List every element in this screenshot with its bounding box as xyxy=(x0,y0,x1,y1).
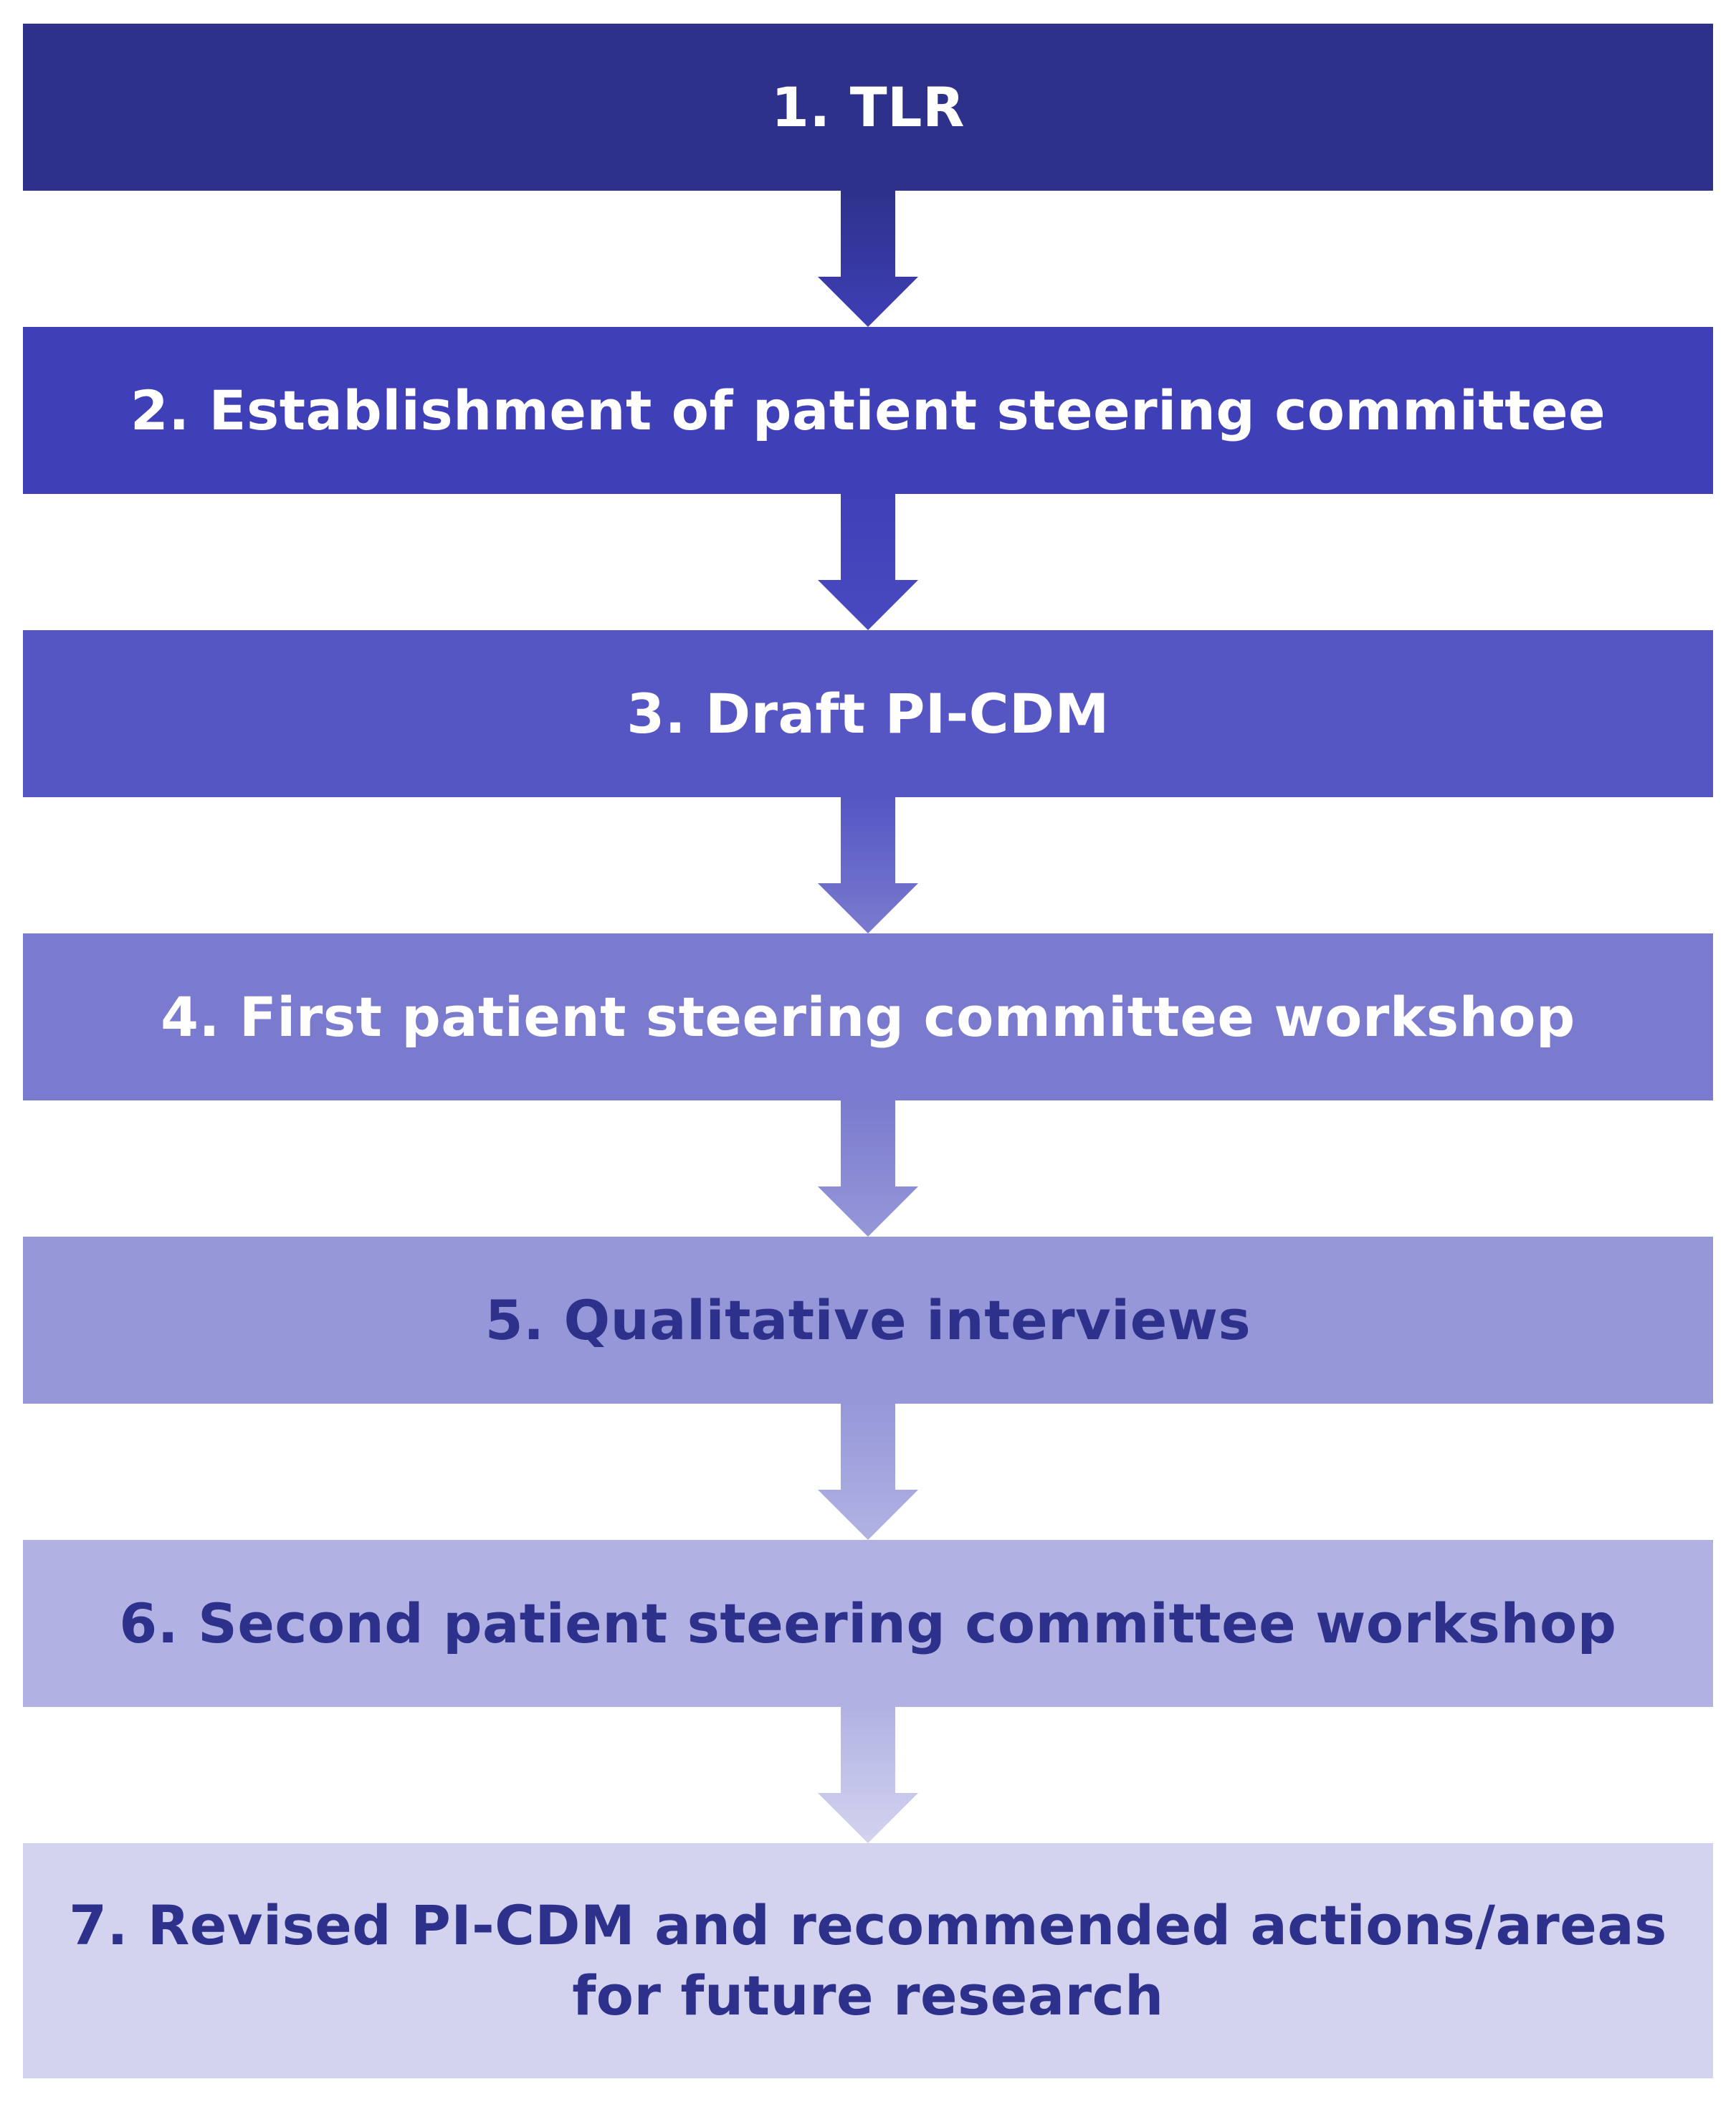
step-4-label: 4. First patient steering committee work… xyxy=(161,984,1575,1049)
step-4-box: 4. First patient steering committee work… xyxy=(23,933,1713,1100)
arrow-shape xyxy=(818,1100,918,1237)
step-3-label: 3. Draft PI-CDM xyxy=(626,681,1110,746)
step-6-box: 6. Second patient steering committee wor… xyxy=(23,1540,1713,1707)
step-1-box: 1. TLR xyxy=(23,24,1713,191)
arrow-shape xyxy=(818,797,918,933)
step-5-box: 5. Qualitative interviews xyxy=(23,1237,1713,1404)
arrow-4-to-5 xyxy=(818,1100,918,1237)
arrow-5-to-6 xyxy=(818,1404,918,1540)
arrow-shape xyxy=(818,1404,918,1540)
arrow-6-to-7 xyxy=(818,1707,918,1843)
step-5-label: 5. Qualitative interviews xyxy=(485,1288,1251,1352)
step-3-box: 3. Draft PI-CDM xyxy=(23,630,1713,797)
arrow-shape xyxy=(818,494,918,630)
arrow-3-to-4 xyxy=(818,797,918,933)
step-2-label: 2. Establishment of patient steering com… xyxy=(130,378,1606,442)
step-2-box: 2. Establishment of patient steering com… xyxy=(23,327,1713,494)
arrow-1-to-2 xyxy=(818,191,918,327)
step-6-label: 6. Second patient steering committee wor… xyxy=(119,1591,1617,1655)
step-7-box: 7. Revised PI-CDM and recommended action… xyxy=(23,1843,1713,2078)
arrow-2-to-3 xyxy=(818,494,918,630)
step-7-label: 7. Revised PI-CDM and recommended action… xyxy=(69,1893,1667,2027)
arrow-shape xyxy=(818,191,918,327)
arrow-shape xyxy=(818,1707,918,1843)
step-1-label: 1. TLR xyxy=(771,75,965,139)
